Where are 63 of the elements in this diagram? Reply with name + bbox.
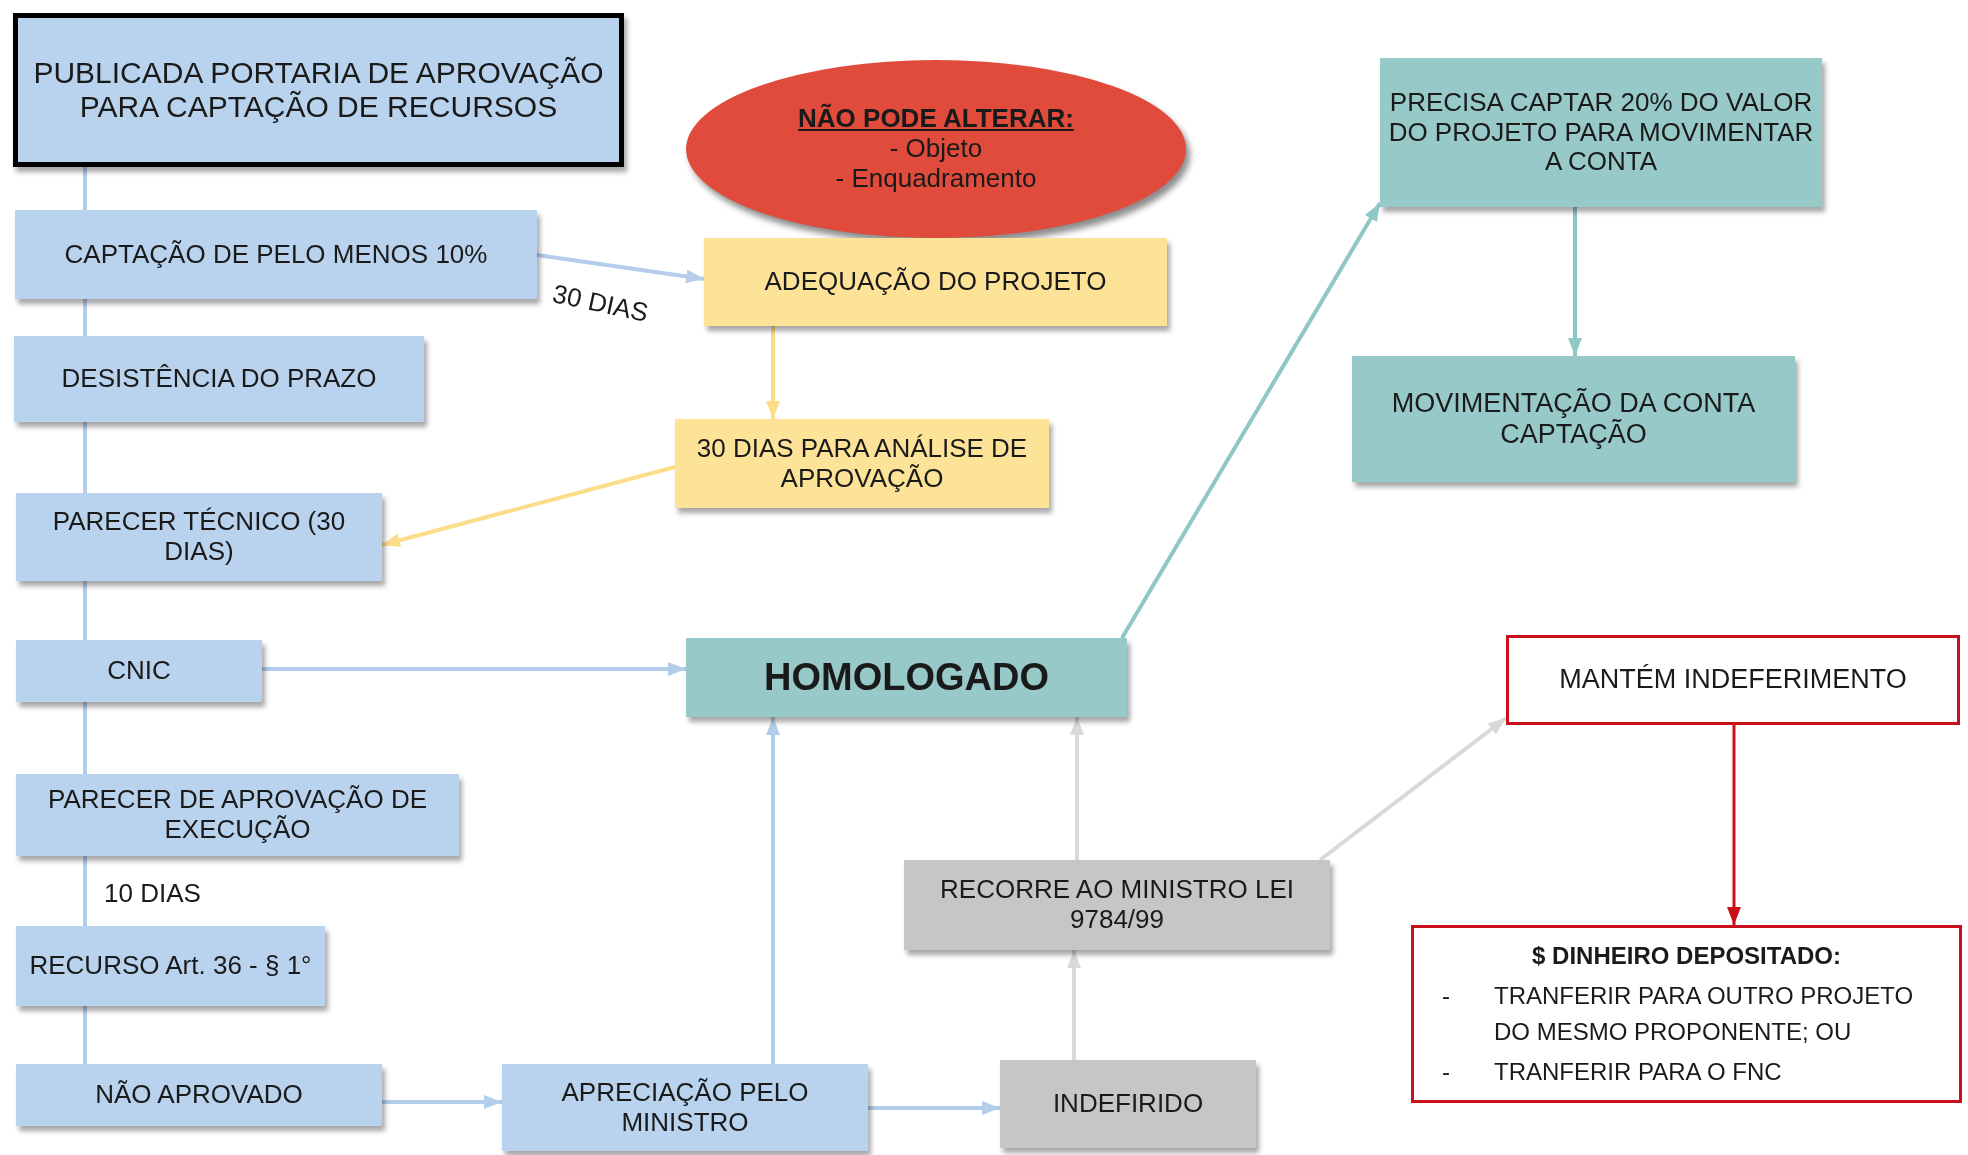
- process-box: [16, 640, 262, 702]
- list-item: - Enquadramento: [835, 163, 1037, 194]
- arrow: [868, 1101, 1000, 1115]
- ellipse-heading: NÃO PODE ALTERAR:: [798, 104, 1074, 135]
- box-label: 30 DIAS PARA ANÁLISE DE APROVAÇÃO: [695, 433, 1029, 494]
- note-heading: $ DINHEIRO DEPOSITADO:: [1531, 941, 1842, 971]
- box-label: MANTÉM INDEFERIMENTO: [1559, 664, 1907, 696]
- box-label: PRECISA CAPTAR 20% DO VALOR DO PROJETO PARA MOVIMENTAR A CONTA: [1388, 87, 1814, 178]
- start-box: [13, 13, 624, 167]
- connector-line: [83, 581, 87, 640]
- box-label: APRECIAÇÃO PELO MINISTRO: [560, 1077, 810, 1138]
- process-box: [1380, 58, 1822, 207]
- arrow: [1318, 716, 1508, 862]
- box-label: PARECER TÉCNICO (30 DIAS): [51, 507, 347, 567]
- connector-line: [83, 167, 87, 210]
- result-box: [686, 638, 1127, 717]
- process-box: [15, 210, 537, 299]
- arrow: [536, 253, 705, 284]
- process-box: [904, 860, 1330, 950]
- arrow: [766, 717, 780, 1064]
- connector-line: [83, 299, 87, 336]
- connector-line: [83, 422, 87, 493]
- list-item: - Objeto: [889, 134, 983, 164]
- arrow: [262, 662, 686, 676]
- connector-line: [83, 702, 87, 774]
- box-label: MOVIMENTAÇÃO DA CONTA CAPTAÇÃO: [1390, 387, 1757, 451]
- arrow: [382, 1095, 502, 1109]
- box-label: HOMOLOGADO: [764, 655, 1049, 700]
- arrow: [1070, 717, 1084, 860]
- arrow: [766, 326, 780, 419]
- process-box: [16, 1064, 382, 1126]
- box-label: NÃO APROVADO: [95, 1080, 303, 1110]
- list-dash: -: [1441, 981, 1451, 1011]
- process-box: [1352, 356, 1795, 482]
- process-box: [16, 493, 382, 581]
- list-item: TRANFERIR PARA O FNC: [1494, 1057, 1783, 1087]
- box-label: INDEFIRIDO: [1052, 1089, 1204, 1119]
- box-label: RECURSO Art. 36 - § 1°: [29, 951, 312, 981]
- note-box: [1411, 925, 1962, 1103]
- box-label: PARECER DE APROVAÇÃO DE EXECUÇÃO: [47, 785, 428, 845]
- process-box: [14, 336, 424, 422]
- arrow: [1568, 207, 1582, 356]
- process-box: [16, 774, 459, 856]
- box-label: CNIC: [107, 656, 171, 686]
- box-label: PUBLICADA PORTARIA DE APROVAÇÃO PARA CAPTAÇÃO DE RECURSOS: [32, 55, 605, 125]
- process-box: [704, 238, 1167, 326]
- box-label: DESISTÊNCIA DO PRAZO: [61, 364, 377, 394]
- process-box: [16, 926, 325, 1006]
- arrow: [1120, 201, 1382, 640]
- process-box: [502, 1064, 868, 1151]
- box-label: CAPTAÇÃO DE PELO MENOS 10%: [64, 239, 488, 270]
- arrow: [1067, 950, 1081, 1060]
- list-item: TRANFERIR PARA OUTRO PROJETO DO MESMO PROPONENTE; OU: [1494, 981, 1915, 1047]
- outcome-box: [1506, 635, 1960, 725]
- arrow: [381, 465, 676, 548]
- box-label: RECORRE AO MINISTRO LEI 9784/99: [939, 875, 1295, 935]
- box-label: ADEQUAÇÃO DO PROJETO: [764, 267, 1107, 297]
- arrow: [1727, 725, 1741, 925]
- connector-line: [83, 856, 87, 926]
- list-dash: -: [1441, 1057, 1451, 1087]
- process-box: [1000, 1060, 1256, 1148]
- process-box: [675, 419, 1049, 508]
- connector-line: [83, 1006, 87, 1064]
